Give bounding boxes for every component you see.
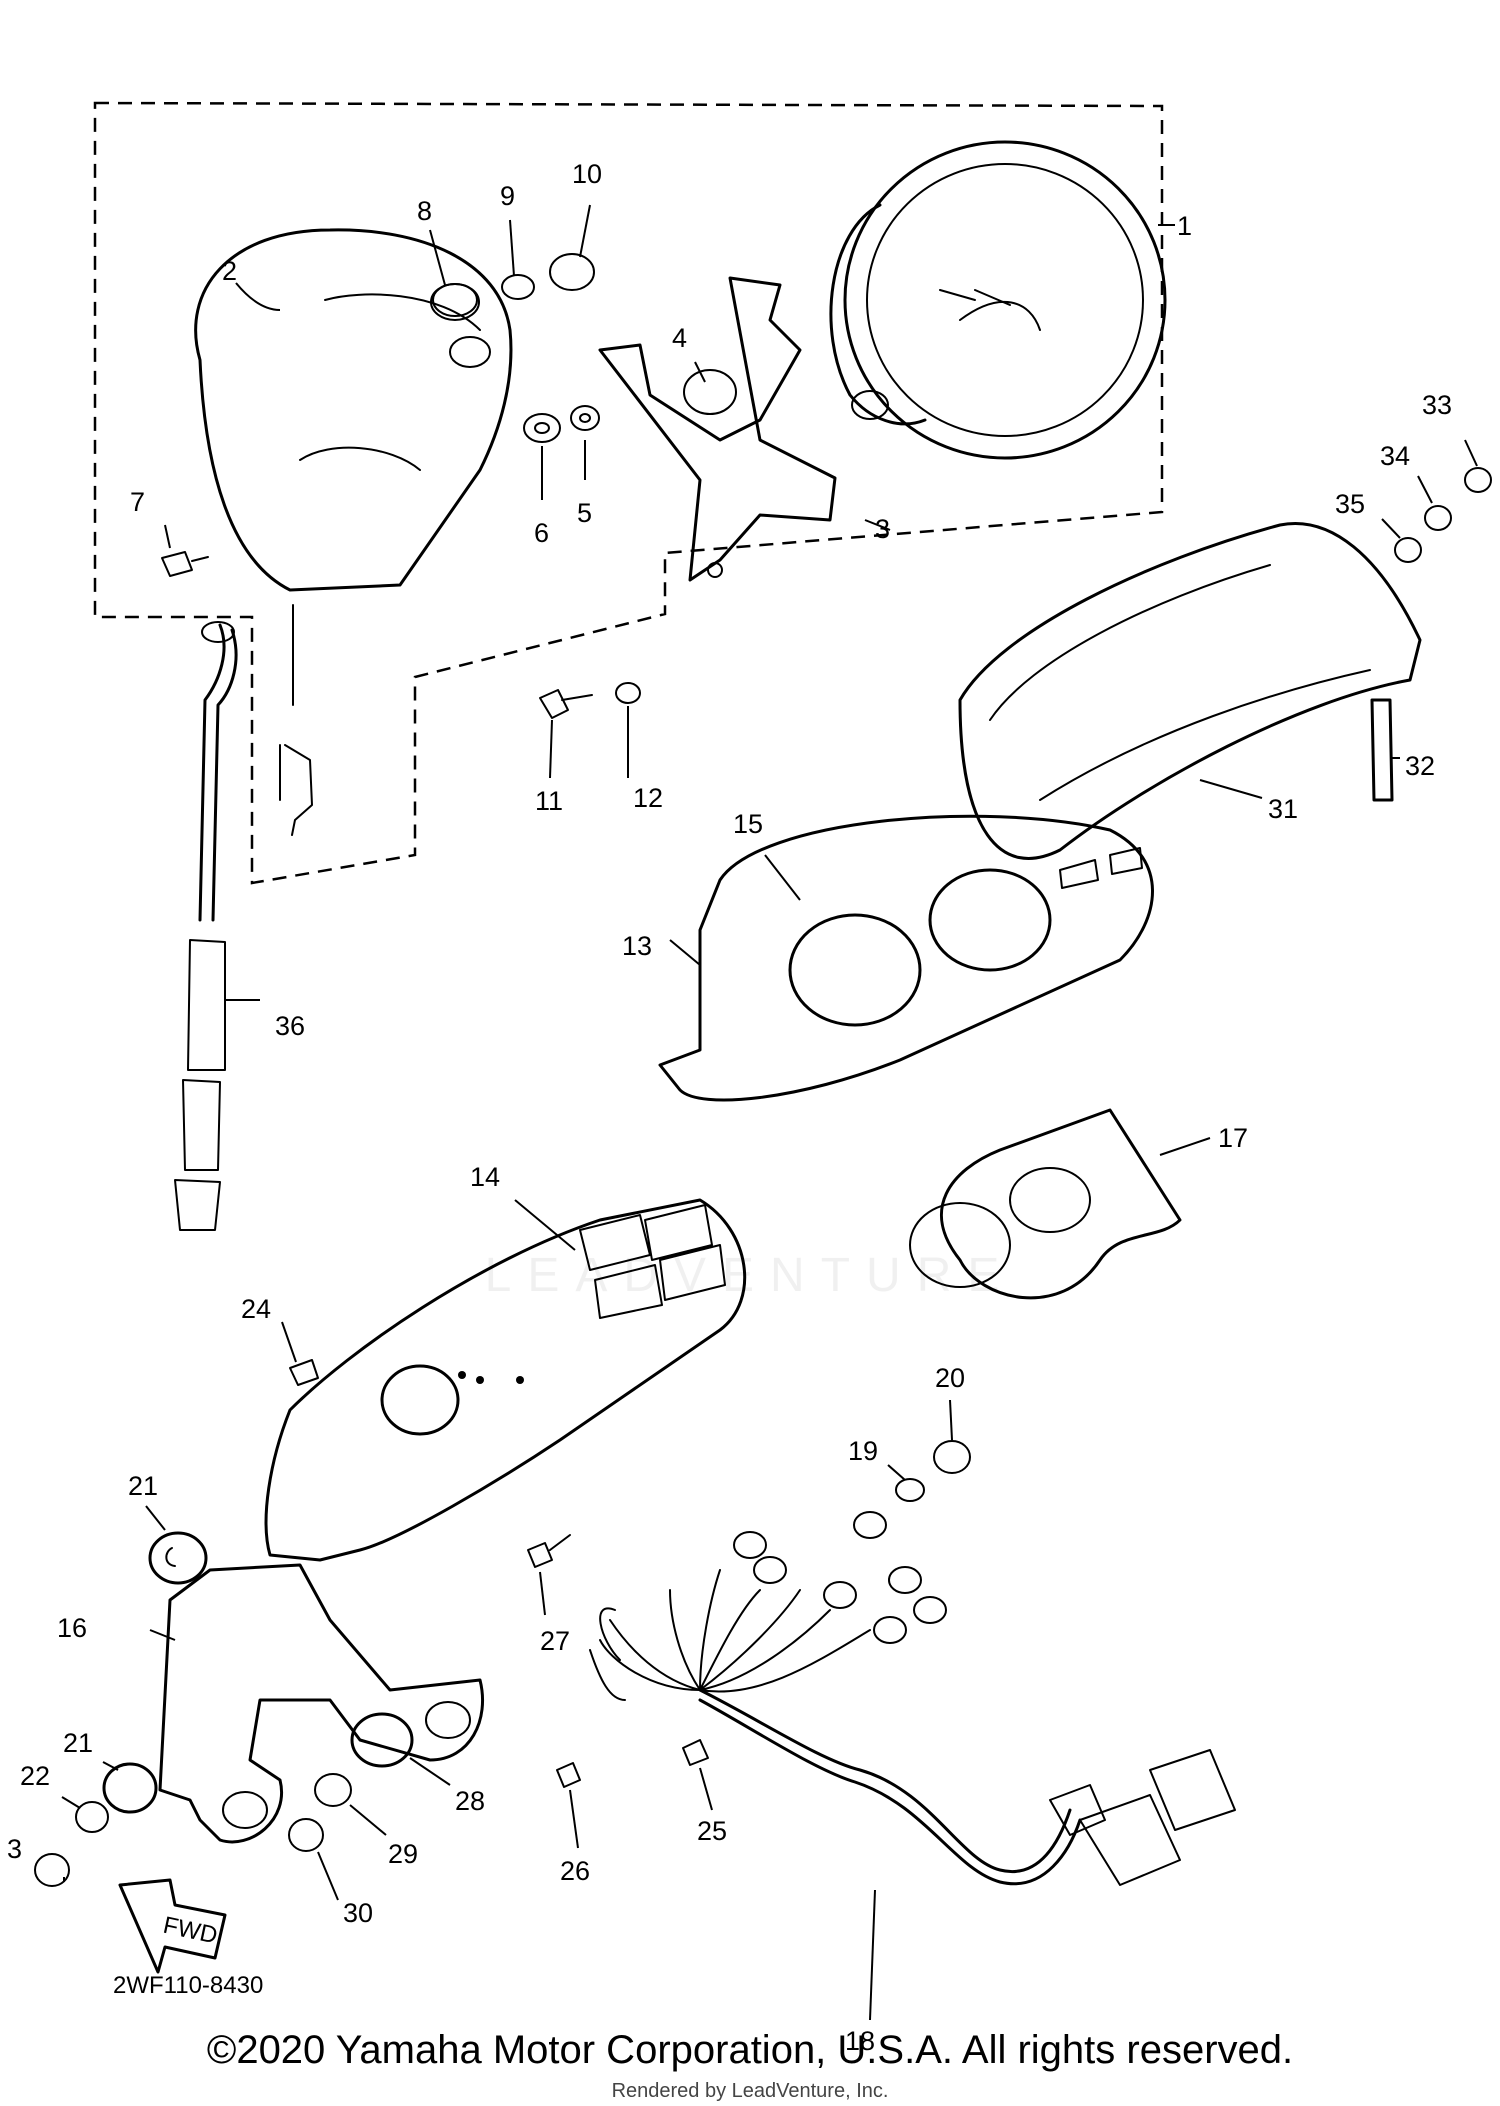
bulb-cap <box>549 253 595 291</box>
meter-housing <box>264 1198 747 1562</box>
bulb <box>501 274 535 300</box>
screw-25 <box>682 1739 709 1766</box>
washer-29 <box>314 1773 352 1807</box>
screw-24 <box>289 1359 319 1386</box>
callout-21-lower: 21 <box>63 1728 93 1758</box>
cap-20 <box>933 1440 971 1474</box>
callout-19: 19 <box>848 1436 878 1466</box>
callout-33: 33 <box>1422 390 1452 420</box>
grommet-28 <box>350 1712 414 1768</box>
callout-9: 9 <box>500 181 515 211</box>
callout-labels: 1 2 3 4 5 6 7 8 9 10 11 12 13 14 15 16 1… <box>7 159 1452 2056</box>
callout-17: 17 <box>1218 1123 1248 1153</box>
leader-lines <box>61 204 1478 2021</box>
screw-33 <box>1464 467 1492 493</box>
meter-bracket <box>598 276 837 582</box>
callout-16: 16 <box>57 1613 87 1643</box>
nut-3 <box>34 1853 70 1887</box>
callout-8: 8 <box>417 196 432 226</box>
callout-35: 35 <box>1335 489 1365 519</box>
nut-34 <box>1424 505 1452 531</box>
damper-4 <box>683 369 737 415</box>
rubber-strip <box>1370 698 1394 802</box>
callout-25: 25 <box>697 1816 727 1846</box>
callout-31: 31 <box>1268 794 1298 824</box>
callout-27: 27 <box>540 1626 570 1656</box>
meter-panel <box>658 814 1154 1102</box>
lower-bracket <box>158 1563 485 1844</box>
washer-12 <box>615 682 641 704</box>
bulb-socket <box>430 283 480 321</box>
callout-22: 22 <box>20 1761 50 1791</box>
callout-36: 36 <box>275 1011 305 1041</box>
callout-10: 10 <box>572 159 602 189</box>
callout-11: 11 <box>535 786 563 816</box>
callout-14: 14 <box>470 1162 500 1192</box>
gauge-17 <box>909 1108 1182 1300</box>
washer-35 <box>1394 537 1422 563</box>
callout-29: 29 <box>388 1839 418 1869</box>
meter-cover <box>958 522 1422 860</box>
bulb-19 <box>895 1478 925 1502</box>
washer-22 <box>75 1801 109 1833</box>
callout-5: 5 <box>577 498 592 528</box>
render-credit: Rendered by LeadVenture, Inc. <box>611 2080 889 2102</box>
forward-label: FWD <box>161 1912 220 1950</box>
copyright-notice: ©2020 Yamaha Motor Corporation, U.S.A. A… <box>206 2028 1294 2072</box>
forward-arrow: FWD <box>118 1878 227 1974</box>
callout-13: 13 <box>622 931 652 961</box>
callout-30: 30 <box>343 1898 373 1928</box>
callout-12: 12 <box>633 783 663 813</box>
meter-case <box>194 228 513 592</box>
callout-6: 6 <box>534 518 549 548</box>
screw-7 <box>161 551 209 577</box>
callout-21-upper: 21 <box>128 1471 158 1501</box>
callout-32: 32 <box>1405 751 1435 781</box>
wire-harness <box>589 1511 1236 1886</box>
callout-3-bracket: 3 <box>875 514 890 544</box>
nut-30 <box>288 1818 324 1852</box>
bolt-11 <box>539 689 593 719</box>
grommet-6 <box>523 413 561 443</box>
callout-28: 28 <box>455 1786 485 1816</box>
washer-5 <box>570 405 600 431</box>
grommet-21-upper <box>148 1531 208 1585</box>
callout-15: 15 <box>733 809 763 839</box>
callout-3-nut: 3 <box>7 1834 22 1864</box>
callout-34: 34 <box>1380 441 1410 471</box>
callout-26: 26 <box>560 1856 590 1886</box>
grommet-21-lower <box>102 1762 158 1814</box>
screw-26 <box>556 1762 581 1788</box>
callout-18: 18 <box>845 2026 875 2056</box>
callout-7: 7 <box>130 487 145 517</box>
meter-gauge <box>829 140 1167 460</box>
diagram-code: 2WF110-8430 <box>113 1972 263 1999</box>
meter-case-leads <box>279 604 313 836</box>
callout-24: 24 <box>241 1294 271 1324</box>
watermark: LEADVENTURE <box>484 1249 1016 1302</box>
screw-27 <box>527 1534 571 1568</box>
speedometer-cable <box>174 621 238 1231</box>
meter-assembly-boundary <box>93 101 1164 885</box>
callout-20: 20 <box>935 1363 965 1393</box>
callout-1: 1 <box>1177 211 1192 241</box>
callout-4: 4 <box>672 323 687 353</box>
callout-2: 2 <box>222 256 237 286</box>
